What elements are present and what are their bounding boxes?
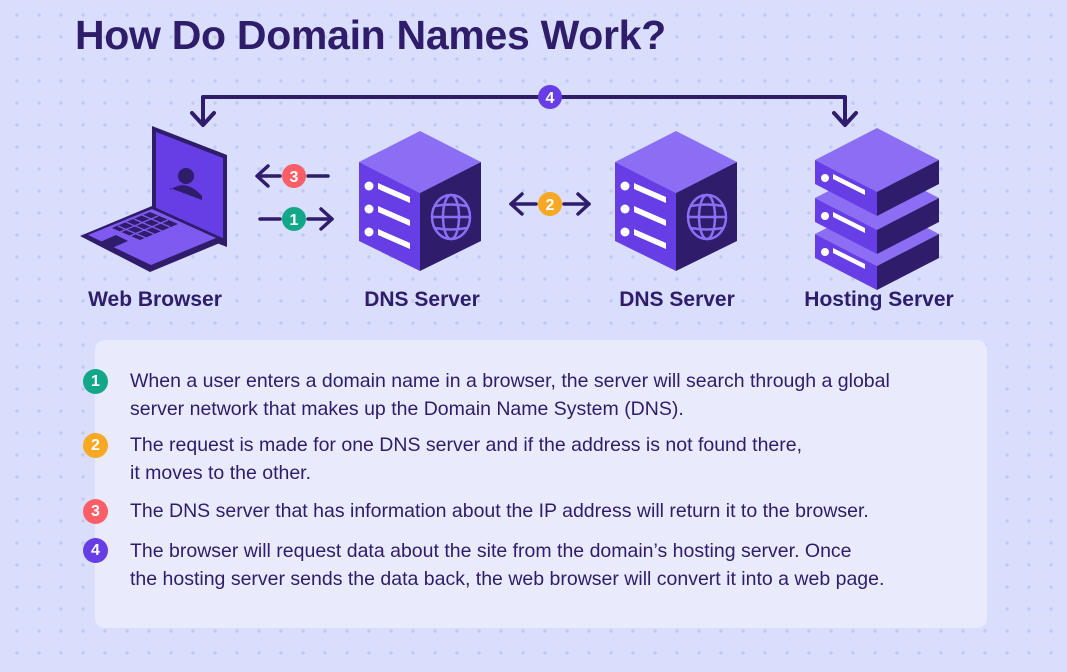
dns-server-icon-1 <box>359 131 481 271</box>
step-2-badge: 2 <box>83 433 108 458</box>
step-3-badge: 3 <box>83 499 108 524</box>
badge-4 <box>538 85 562 109</box>
arrow-4: 4 <box>190 85 858 127</box>
arrow-2: 2 <box>509 192 591 216</box>
arrow-3: 3 <box>255 164 330 188</box>
node-label-dns-server-2: DNS Server <box>619 288 735 311</box>
step-4-line-2: the hosting server sends the data back, … <box>130 568 885 590</box>
step-3-line-1: The DNS server that has information abou… <box>130 500 869 522</box>
step-4-line-1: The browser will request data about the … <box>130 540 852 562</box>
step-4-badge: 4 <box>83 538 108 563</box>
node-label-dns-server-1: DNS Server <box>364 288 480 311</box>
badge-3-number: 3 <box>290 169 299 186</box>
step-4-text: The browser will request data about the … <box>130 537 990 593</box>
steps-panel <box>95 340 987 628</box>
step-2-line-2: it moves to the other. <box>130 462 312 484</box>
step-1-line-1: When a user enters a domain name in a br… <box>130 370 890 392</box>
node-label-web-browser: Web Browser <box>88 288 222 311</box>
badge-2 <box>538 192 562 216</box>
badge-1-number: 1 <box>290 212 299 229</box>
step-1-text: When a user enters a domain name in a br… <box>130 367 990 423</box>
page-title: How Do Domain Names Work? <box>75 12 666 58</box>
badge-4-number: 4 <box>546 90 555 107</box>
hosting-server-stack-icon <box>815 128 939 290</box>
step-1-line-2: server network that makes up the Domain … <box>130 398 684 420</box>
badge-1 <box>282 207 306 231</box>
step-2-line-1: The request is made for one DNS server a… <box>130 434 803 456</box>
step-1-badge: 1 <box>83 369 108 394</box>
step-3-text: The DNS server that has information abou… <box>130 497 990 525</box>
dns-flow-diagram: 4 3 1 2 <box>80 85 939 290</box>
badge-3 <box>282 164 306 188</box>
node-label-hosting-server: Hosting Server <box>804 288 954 311</box>
arrow-1: 1 <box>258 207 334 231</box>
badge-2-number: 2 <box>546 197 555 214</box>
laptop-icon <box>80 126 227 272</box>
step-2-text: The request is made for one DNS server a… <box>130 431 990 487</box>
dns-server-icon-2 <box>615 131 737 271</box>
